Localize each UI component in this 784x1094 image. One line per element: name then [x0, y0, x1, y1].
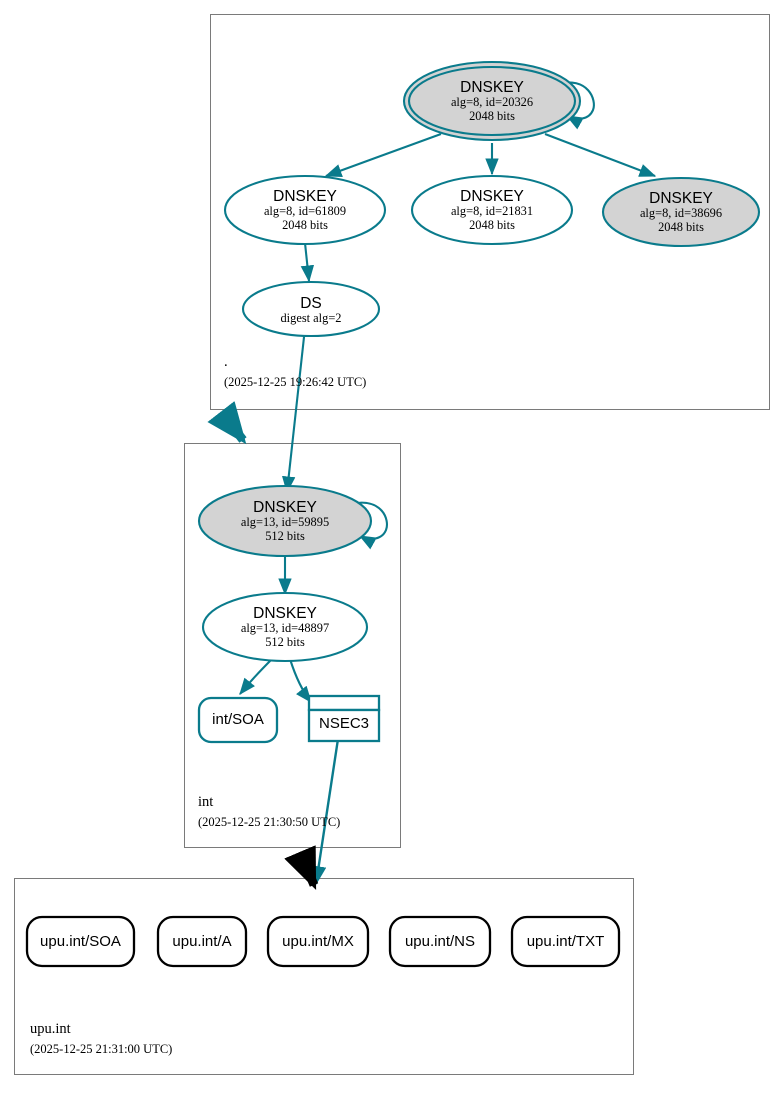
- edge-ksk-to-zsk-61809: [324, 133, 442, 177]
- edge-nsec3-to-upu-zone: [311, 738, 340, 886]
- zone-label-int: int (2025-12-25 21:30:50 UTC): [198, 794, 341, 830]
- node-nsec3-int[interactable]: [307, 694, 381, 743]
- zone-label-upu-int: upu.int (2025-12-25 21:31:00 UTC): [30, 1021, 173, 1057]
- node-dnskey-root-zsk-38696[interactable]: [601, 176, 761, 248]
- zone-name: int: [198, 794, 214, 810]
- node-dnskey-int-zsk-48897[interactable]: [201, 591, 369, 663]
- edge-zsk-61809-to-ds: [300, 242, 315, 283]
- edge-delegation-root-to-int: [207, 401, 247, 445]
- node-rrset-upu-txt[interactable]: [510, 915, 621, 968]
- edge-self-sign-int-ksk: [350, 501, 388, 550]
- edge-ksk-to-zsk-38696: [544, 133, 657, 177]
- edge-self-sign-root-ksk: [556, 81, 595, 130]
- zone-timestamp: (2025-12-25 21:30:50 UTC): [198, 815, 341, 829]
- node-rrset-upu-soa[interactable]: [25, 915, 136, 968]
- zone-timestamp: (2025-12-25 19:26:42 UTC): [224, 375, 367, 389]
- zone-name: .: [224, 354, 228, 370]
- node-rrset-upu-a[interactable]: [156, 915, 248, 968]
- node-dnskey-root-zsk-61809[interactable]: [223, 174, 387, 246]
- node-dnskey-int-ksk-59895[interactable]: [197, 484, 373, 558]
- zone-label-root: . (2025-12-25 19:26:42 UTC): [224, 354, 367, 390]
- node-dnskey-root-ksk-20326[interactable]: [402, 60, 582, 142]
- zone-box-root: [210, 14, 770, 410]
- node-rrset-upu-mx[interactable]: [266, 915, 370, 968]
- edge-delegation-int-to-upu: [284, 845, 319, 890]
- zone-timestamp: (2025-12-25 21:31:00 UTC): [30, 1042, 173, 1056]
- node-rrset-int-soa[interactable]: [197, 696, 279, 744]
- zone-name: upu.int: [30, 1021, 71, 1037]
- node-dnskey-root-zsk-21831[interactable]: [410, 174, 574, 246]
- edge-ds-to-int-ksk: [282, 327, 307, 494]
- node-ds-root[interactable]: [241, 280, 381, 338]
- node-rrset-upu-ns[interactable]: [388, 915, 492, 968]
- edge-int-zsk-to-soa: [239, 658, 273, 695]
